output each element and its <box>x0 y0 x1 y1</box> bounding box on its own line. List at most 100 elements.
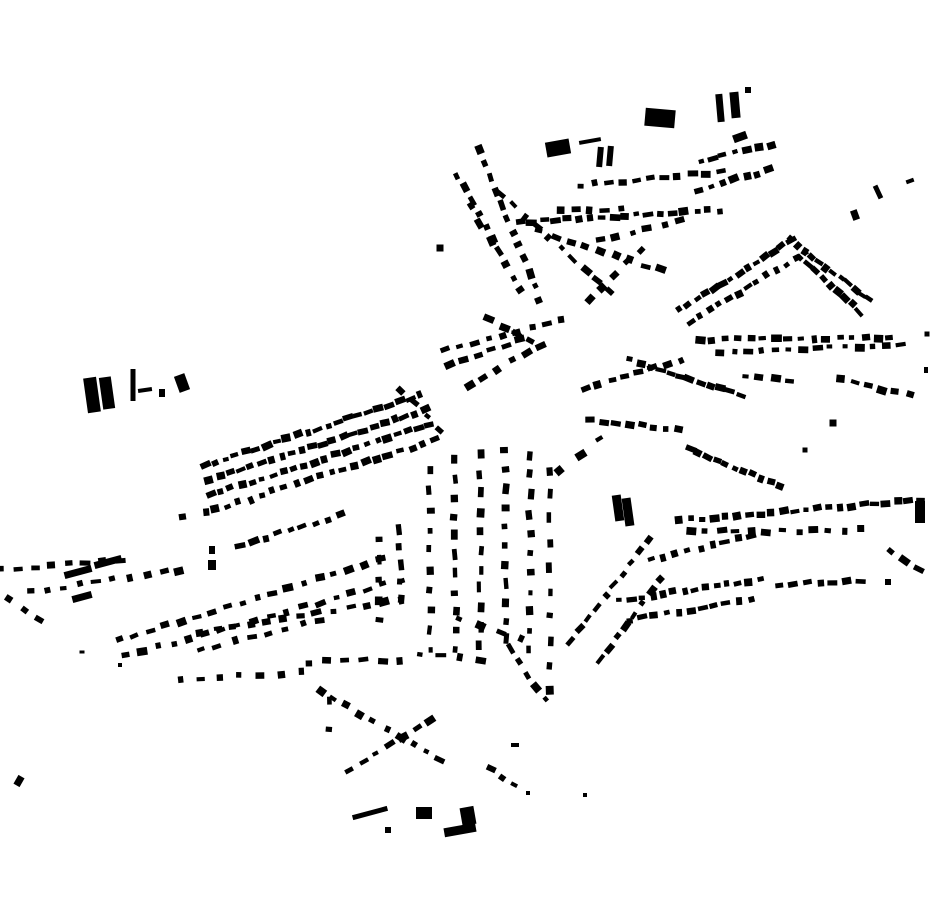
building <box>20 605 30 615</box>
building <box>495 628 507 637</box>
building <box>255 672 265 679</box>
building <box>708 602 718 610</box>
building <box>673 424 684 434</box>
building <box>747 595 756 604</box>
building <box>527 549 534 557</box>
building <box>347 430 358 438</box>
building <box>371 454 383 465</box>
building <box>633 211 640 217</box>
building <box>450 529 458 540</box>
building <box>608 376 617 384</box>
building <box>474 143 485 156</box>
building <box>695 311 704 320</box>
building <box>520 347 534 359</box>
building <box>580 384 592 393</box>
building <box>344 766 354 775</box>
building <box>426 566 434 576</box>
building <box>591 178 599 187</box>
building <box>732 130 748 144</box>
building <box>247 495 255 505</box>
building <box>452 474 459 484</box>
building <box>330 449 342 458</box>
building <box>742 374 749 379</box>
building <box>79 650 85 654</box>
building <box>246 620 256 629</box>
building <box>272 438 282 445</box>
building <box>810 265 821 276</box>
building <box>603 642 616 655</box>
building <box>314 617 325 625</box>
building <box>715 93 725 123</box>
building <box>540 217 550 223</box>
building <box>775 582 784 589</box>
building <box>338 431 350 441</box>
building <box>626 558 635 567</box>
building <box>247 535 261 547</box>
building <box>654 263 668 274</box>
building <box>314 572 326 582</box>
building <box>782 336 793 342</box>
building <box>316 440 329 449</box>
building <box>618 205 625 212</box>
building <box>393 430 403 438</box>
building <box>450 590 459 597</box>
building <box>325 726 333 733</box>
building <box>13 566 23 572</box>
building <box>869 343 876 350</box>
building <box>395 543 402 551</box>
building <box>863 381 874 389</box>
building <box>836 503 844 512</box>
building <box>296 613 305 619</box>
building <box>485 763 497 774</box>
building <box>27 588 35 594</box>
building <box>498 331 508 341</box>
building <box>183 634 194 644</box>
building <box>580 264 594 277</box>
building <box>743 171 752 181</box>
building <box>108 575 116 582</box>
building <box>452 606 461 616</box>
building <box>315 471 325 480</box>
building <box>534 296 543 305</box>
building <box>354 709 365 721</box>
building <box>695 379 707 388</box>
building <box>730 529 740 534</box>
building <box>261 617 272 626</box>
building <box>237 479 248 490</box>
building <box>543 233 553 242</box>
building <box>76 579 84 588</box>
building <box>266 612 277 619</box>
building <box>693 294 702 303</box>
building <box>258 476 265 482</box>
building <box>546 467 554 477</box>
building <box>655 574 665 585</box>
building <box>558 244 566 252</box>
building <box>426 625 433 635</box>
building <box>279 483 288 491</box>
building <box>46 561 56 569</box>
building <box>912 564 925 575</box>
building <box>328 694 338 703</box>
building <box>905 177 915 185</box>
building <box>254 593 261 602</box>
building <box>330 608 337 615</box>
building <box>502 214 511 223</box>
building <box>517 634 526 643</box>
building <box>423 748 430 755</box>
building <box>606 145 614 167</box>
building <box>825 280 836 291</box>
building <box>510 781 519 789</box>
building <box>897 554 911 567</box>
building <box>574 215 584 224</box>
building <box>479 566 484 575</box>
building <box>683 547 691 554</box>
building <box>63 564 93 580</box>
building <box>247 633 258 640</box>
building <box>298 667 305 676</box>
building <box>699 516 706 523</box>
building <box>367 716 376 725</box>
building <box>525 219 537 227</box>
building <box>829 419 837 427</box>
building <box>413 424 425 433</box>
